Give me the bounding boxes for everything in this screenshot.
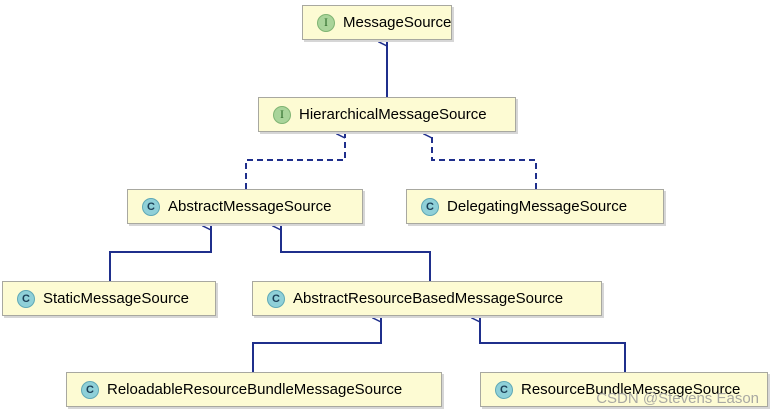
node-abstract-resource-based-message-source: C AbstractResourceBasedMessageSource [252,281,602,316]
node-resource-bundle-message-source: C ResourceBundleMessageSource [480,372,768,407]
node-hierarchical-message-source: I HierarchicalMessageSource [258,97,516,132]
node-label: StaticMessageSource [43,290,189,307]
node-label: HierarchicalMessageSource [299,106,487,123]
edge-resource-bundle-message-source-to-abstract-resource-based-message-source [480,318,626,372]
edge-abstract-message-source-to-hierarchical-message-source [245,134,346,189]
node-label: ResourceBundleMessageSource [521,381,741,398]
class-icon: C [142,197,160,216]
class-icon: C [421,197,439,216]
edge-reloadable-resource-bundle-message-source-to-abstract-resource-based-message-source [252,318,382,372]
edge-static-message-source-to-abstract-message-source [109,226,212,281]
edge-delegating-message-source-to-hierarchical-message-source [432,134,537,189]
class-icon: C [495,380,513,399]
class-icon: C [81,380,99,399]
class-icon: C [17,289,35,308]
node-delegating-message-source: C DelegatingMessageSource [406,189,664,224]
node-label: AbstractMessageSource [168,198,332,215]
watermark: CSDN @Stevens Eason [596,390,759,407]
node-label: MessageSource [343,14,452,31]
node-static-message-source: C StaticMessageSource [2,281,216,316]
node-reloadable-resource-bundle-message-source: C ReloadableResourceBundleMessageSource [66,372,442,407]
node-abstract-message-source: C AbstractMessageSource [127,189,363,224]
interface-icon: I [273,105,291,124]
edge-abstract-resource-based-message-source-to-abstract-message-source [281,226,431,281]
interface-icon: I [317,13,335,32]
node-label: AbstractResourceBasedMessageSource [293,290,564,307]
node-label: ReloadableResourceBundleMessageSource [107,381,403,398]
node-message-source: I MessageSource [302,5,452,40]
class-icon: C [267,289,285,308]
node-label: DelegatingMessageSource [447,198,628,215]
